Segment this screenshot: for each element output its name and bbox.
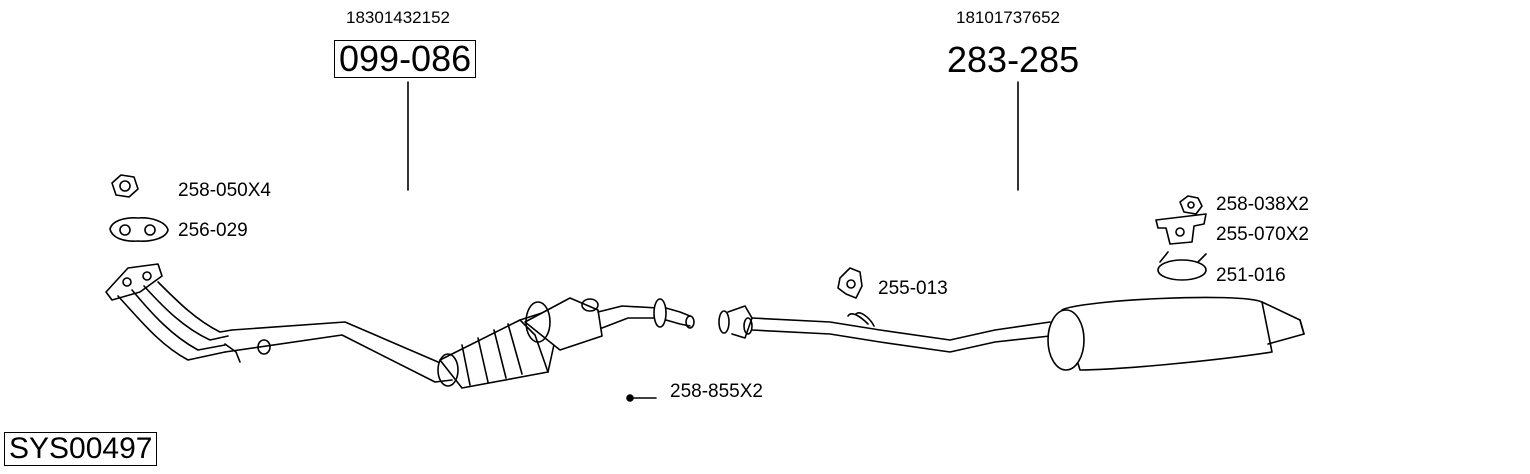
nut-part-label: 258-050X4: [178, 180, 271, 201]
rubber-mount-part-label: 255-013: [878, 278, 948, 299]
gasket-part-label: 256-029: [178, 220, 248, 241]
rubber-mount-icon: [837, 267, 863, 299]
gasket-icon: [109, 217, 169, 242]
rear-oe-number: 18101737652: [956, 8, 1061, 27]
bracket-icon: [1155, 213, 1207, 245]
bolt-icon: [626, 394, 657, 402]
bracket-part-label: 255-070X2: [1216, 224, 1309, 245]
bolt-part-label: 258-855X2: [670, 381, 763, 402]
front-pipe-icon: [105, 263, 453, 383]
rear-part-number: 283-285: [947, 39, 1080, 80]
rear-silencer-icon: [1047, 296, 1305, 371]
flange-nut-icon: [1179, 195, 1203, 215]
system-code: SYS00497: [4, 432, 158, 466]
flange-nut-part-label: 258-038X2: [1216, 194, 1309, 215]
clamp-part-label: 251-016: [1216, 265, 1286, 286]
catalytic-converter-icon: [437, 297, 695, 389]
front-part-number: 099-086: [334, 40, 477, 78]
clamp-icon: [1157, 251, 1207, 281]
hex-nut-icon: [111, 174, 139, 198]
rear-pipe-icon: [718, 305, 1051, 353]
front-oe-number: 18301432152: [346, 8, 451, 27]
